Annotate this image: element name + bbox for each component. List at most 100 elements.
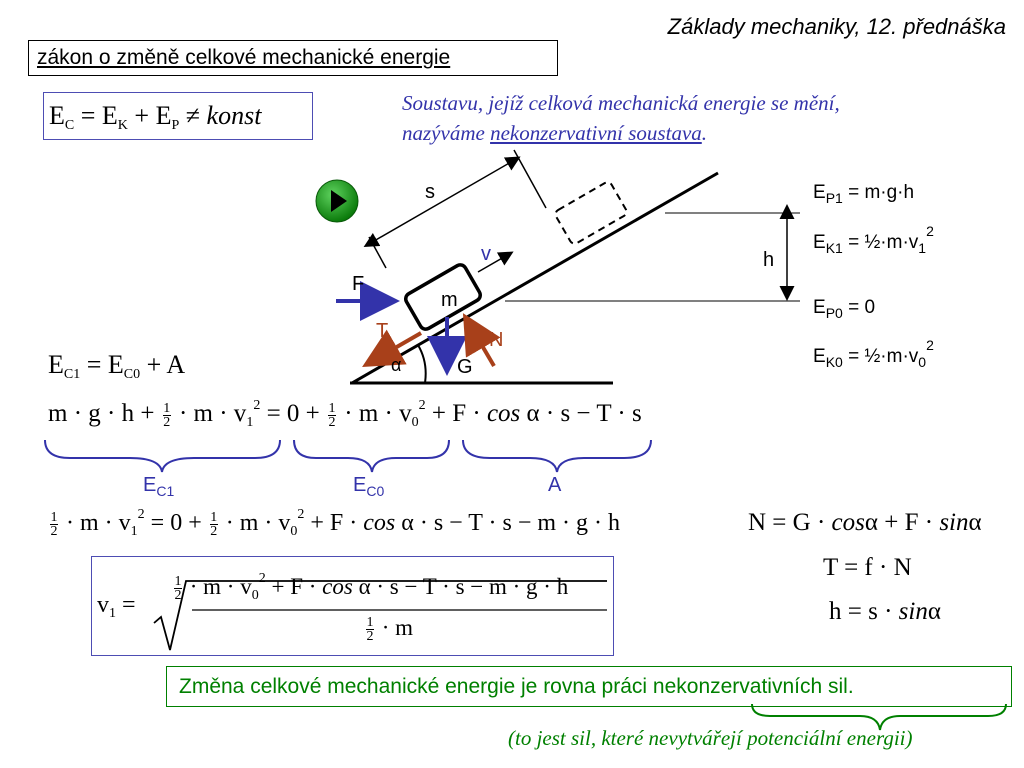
definition-formula: EC = EK + EP ≠ konst	[43, 92, 313, 140]
eq2-kinetic-1-sub: 1	[246, 415, 254, 430]
brace-label-ec0: EC0	[353, 474, 384, 499]
incline-line	[351, 171, 719, 385]
def-ep-sub: P	[171, 118, 180, 133]
label-alpha: α	[391, 355, 402, 375]
n-eq-cos: cos	[831, 509, 865, 536]
section-title-text: zákon o změně celkové mechanické energie	[37, 46, 451, 69]
brace-ec1-base: E	[143, 474, 157, 496]
eq3-half-1-den: 2	[50, 523, 58, 539]
result-work-f: + F ·	[265, 574, 323, 599]
eq2-half-2-den: 2	[328, 414, 336, 430]
ek1-sub2: 1	[918, 240, 927, 256]
ek1-sub: K1	[825, 240, 843, 256]
block-dashed	[554, 181, 628, 245]
h-eq-sin: sin	[898, 598, 928, 625]
equation-height: h = s · sinα	[829, 598, 941, 626]
eq3-half-1-num: 1	[50, 509, 58, 525]
def-neq: ≠	[179, 101, 207, 130]
angle-arc	[417, 344, 427, 384]
label-ek1: EK1 = ½·m·v12	[813, 223, 934, 256]
ep1-base: E	[813, 182, 826, 203]
eq1-ec1: E	[48, 350, 64, 379]
label-ep0: EP0 = 0	[813, 297, 875, 321]
result-lhs: v1 =	[97, 592, 136, 622]
sqrt-sign	[153, 580, 607, 651]
velocity-arrow	[477, 251, 514, 273]
result-half-1-den: 2	[174, 588, 182, 604]
eq2-kinetic-1-sup: 2	[253, 398, 261, 413]
ek0-sub: K0	[825, 354, 843, 370]
play-icon	[315, 179, 359, 223]
label-ek0: EK0 = ½·m·v02	[813, 337, 934, 370]
eq2-work-f: + F ·	[425, 400, 487, 427]
ep0-base: E	[813, 297, 826, 318]
result-v-sub: 1	[109, 606, 116, 621]
s-dimension-arrow	[363, 156, 521, 247]
label-g: G	[457, 356, 473, 378]
eq3-kinetic-1-sub: 1	[130, 524, 138, 539]
intro-term: nekonzervativní soustava	[490, 121, 702, 145]
def-ek-sub: K	[117, 118, 128, 133]
h-eq-b: α	[927, 598, 941, 625]
s-ext-right	[513, 149, 547, 209]
eq2-kinetic-0-sub: 0	[411, 415, 419, 430]
brace-label-a: A	[548, 474, 562, 496]
brace-ec1	[44, 439, 281, 473]
eq2-kinetic-1: · m · v	[172, 400, 247, 427]
h-eq-a: h = s ·	[829, 598, 899, 625]
intro-line-2-prefix: nazýváme	[402, 121, 491, 145]
eq1-ec0: = E	[80, 350, 124, 379]
result-kinetic-0: · m · v	[184, 574, 252, 599]
n-eq-c: α	[968, 509, 982, 536]
eq2-kinetic-0-sup: 2	[418, 398, 426, 413]
ek0-sub2: 0	[918, 354, 927, 370]
slide-header: Základy mechaniky, 12. přednáška	[667, 14, 1006, 39]
intro-suffix: .	[701, 121, 708, 145]
equation-energy-balance: EC1 = EC0 + A	[48, 350, 185, 383]
block-solid	[404, 263, 482, 331]
n-eq-sin: sin	[939, 509, 969, 536]
eq3-work-f: + F ·	[304, 510, 364, 536]
n-eq-a: N = G ·	[748, 509, 832, 536]
brace-ec1-sub: C1	[156, 483, 175, 499]
result-kinetic-0-sup: 2	[258, 571, 266, 586]
intro-text: Soustavu, jejíž celková mechanická energ…	[402, 88, 840, 148]
result-half-2-num: 1	[366, 615, 374, 631]
ep1-rest: = m·g·h	[842, 182, 915, 203]
eq2-half-1-den: 2	[163, 414, 171, 430]
eq1-ec0-sub: C0	[123, 367, 141, 382]
eq3-half-2-num: 1	[210, 509, 218, 525]
s-ext-left	[368, 236, 387, 269]
label-v: v	[481, 243, 491, 265]
footnote: (to jest sil, které nevytvářejí potenciá…	[508, 726, 913, 750]
ek0-rest: = ½·m·v	[842, 346, 919, 367]
eq2-kinetic-0: · m · v	[338, 400, 412, 427]
label-m: m	[441, 289, 458, 311]
brace-conclusion	[751, 703, 1007, 731]
intro-line-1: Soustavu, jejíž celková mechanická energ…	[402, 91, 840, 115]
eq3-kinetic-1: · m · v	[60, 510, 131, 536]
n-eq-b: α + F ·	[864, 509, 940, 536]
ek0-sup: 2	[926, 337, 934, 353]
result-v: v	[97, 592, 109, 618]
brace-ec0-base: E	[353, 474, 367, 496]
def-ep: + E	[127, 101, 172, 130]
def-ec: E	[49, 101, 65, 130]
play-button[interactable]	[315, 179, 359, 223]
def-ek: = E	[74, 101, 118, 130]
eq3-kinetic-0-sub: 0	[290, 524, 298, 539]
label-ep1: EP1 = m·g·h	[813, 182, 933, 209]
eq3-half-2-den: 2	[210, 523, 218, 539]
eq3-kinetic-1-sup: 2	[137, 507, 145, 522]
result-cos: cos	[322, 574, 353, 599]
force-t-arrow	[362, 329, 422, 367]
brace-ec0	[293, 439, 450, 473]
